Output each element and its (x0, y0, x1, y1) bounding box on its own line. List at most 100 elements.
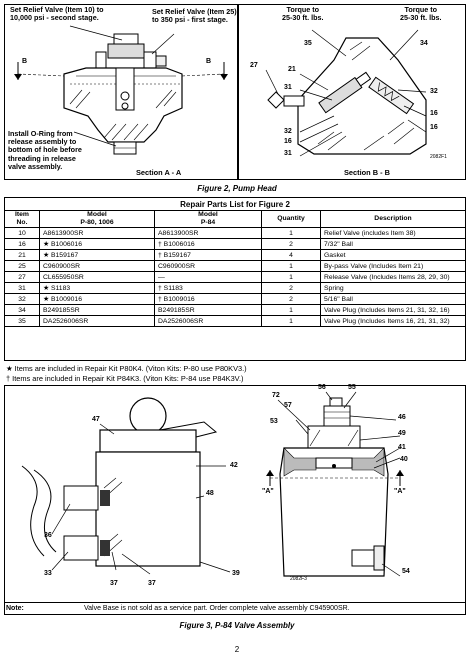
cell-item: 34 (4, 304, 40, 316)
item-number: 46 (398, 414, 406, 421)
torque-note-right: Torque to 25-30 ft. lbs. (400, 5, 442, 23)
cell-description: Gasket (320, 249, 466, 261)
cell-description: Valve Plug (Includes Items 16, 21, 31, 3… (320, 315, 466, 327)
section-arrow-a-left: "A" (262, 488, 274, 495)
cell-model-p84: A8613900SR (154, 227, 262, 239)
section-arrow-a-right: "A" (394, 488, 406, 495)
cell-model-p84: DA2526006SR (154, 315, 262, 327)
callout-text: Set Relief Valve (Item 10) to (10, 5, 104, 14)
cell-item: 21 (4, 249, 40, 261)
cell-description: Spring (320, 282, 466, 294)
cell-item: 31 (4, 282, 40, 294)
callout-text: Set Relief Valve (Item 25) (152, 7, 237, 16)
item-number: 37 (110, 580, 118, 587)
pump-head-section-bb-drawing (265, 29, 427, 157)
cell-model-p80: C960900SR (39, 260, 155, 272)
item-number: 34 (420, 40, 428, 47)
figure-3-caption: Figure 3, P-84 Valve Assembly (179, 621, 295, 630)
cell-model-p84: † S1183 (154, 282, 262, 294)
callout-text: Install O-Ring from (8, 129, 73, 138)
cell-description: Release Valve (Includes Items 28, 29, 30… (320, 271, 466, 283)
figure-2-divider (237, 4, 239, 180)
item-number: 33 (44, 570, 52, 577)
header-text: Model (198, 211, 218, 218)
cell-model-p80: DA2526006SR (39, 315, 155, 327)
section-aa-label: Section A - A (136, 168, 182, 177)
item-number: 31 (284, 84, 292, 91)
item-number: 56 (318, 384, 326, 391)
cell-quantity: 1 (261, 304, 321, 316)
item-number: 39 (232, 570, 240, 577)
item-number: 36 (44, 532, 52, 539)
cell-quantity: 1 (261, 227, 321, 239)
cell-item: 27 (4, 271, 40, 283)
col-header-description: Description (320, 210, 466, 228)
item-number: 31 (284, 150, 292, 157)
item-number: 41 (398, 444, 406, 451)
item-number: 54 (402, 568, 410, 575)
cell-item: 25 (4, 260, 40, 272)
figure-2-frame (4, 4, 466, 180)
figure-2-caption: Figure 2, Pump Head (197, 184, 277, 193)
item-number: 53 (270, 418, 278, 425)
torque-text: 25-30 ft. lbs. (282, 13, 324, 23)
item-number: 72 (272, 392, 280, 399)
callout-text: threading in release (8, 153, 76, 163)
cell-model-p84: B249185SR (154, 304, 262, 316)
valve-assembly-drawing-left (21, 397, 231, 575)
callout-text: release assembly to (8, 137, 77, 147)
figure-3-frame (4, 385, 466, 615)
cell-model-p84: † B1009016 (154, 293, 262, 305)
section-marker-b-right: B (206, 58, 212, 65)
item-number: 35 (304, 40, 312, 47)
item-number: 16 (430, 124, 438, 131)
item-number: 40 (400, 456, 408, 463)
cell-model-p80: ★ S1183 (39, 282, 155, 294)
cell-quantity: 4 (261, 249, 321, 261)
cell-quantity: 2 (261, 282, 321, 294)
header-text: Model (87, 211, 107, 218)
cell-model-p80: CL655950SR (39, 271, 155, 283)
header-text: No. (16, 219, 28, 226)
section-marker-b-left: B (22, 58, 28, 65)
callout-text: 10,000 psi - second stage. (10, 13, 99, 23)
cell-model-p80: ★ B159167 (39, 249, 155, 261)
item-number: 42 (230, 462, 238, 469)
cell-model-p80: ★ B1006016 (39, 238, 155, 250)
cell-item: 16 (4, 238, 40, 250)
torque-text: Torque to (286, 5, 320, 14)
cell-item: 35 (4, 315, 40, 327)
torque-note-left: Torque to 25-30 ft. lbs. (282, 5, 324, 23)
item-number: 55 (348, 384, 356, 391)
cell-description: 5/16" Ball (320, 293, 466, 305)
item-number: 48 (206, 490, 214, 497)
item-number: 32 (284, 128, 292, 135)
cell-description: By-pass Valve (Includes Item 21) (320, 260, 466, 272)
cell-quantity: 1 (261, 271, 321, 283)
figure-id: 2082F3 (290, 576, 307, 582)
section-bb-label: Section B - B (344, 168, 390, 177)
item-number: 49 (398, 430, 406, 437)
parts-table-title: Repair Parts List for Figure 2 (180, 200, 290, 209)
torque-text: 25-30 ft. lbs. (400, 13, 442, 23)
item-number: 16 (430, 110, 438, 117)
item-number: 21 (288, 66, 296, 73)
callout-relief-item-10: Set Relief Valve (Item 10) to 10,000 psi… (10, 5, 104, 23)
cell-model-p80: A8613900SR (39, 227, 155, 239)
cell-model-p84: — (154, 271, 262, 283)
item-number: 37 (148, 580, 156, 587)
cell-model-p84: † B159167 (154, 249, 262, 261)
item-number: 27 (250, 62, 258, 69)
item-number: 16 (284, 138, 292, 145)
